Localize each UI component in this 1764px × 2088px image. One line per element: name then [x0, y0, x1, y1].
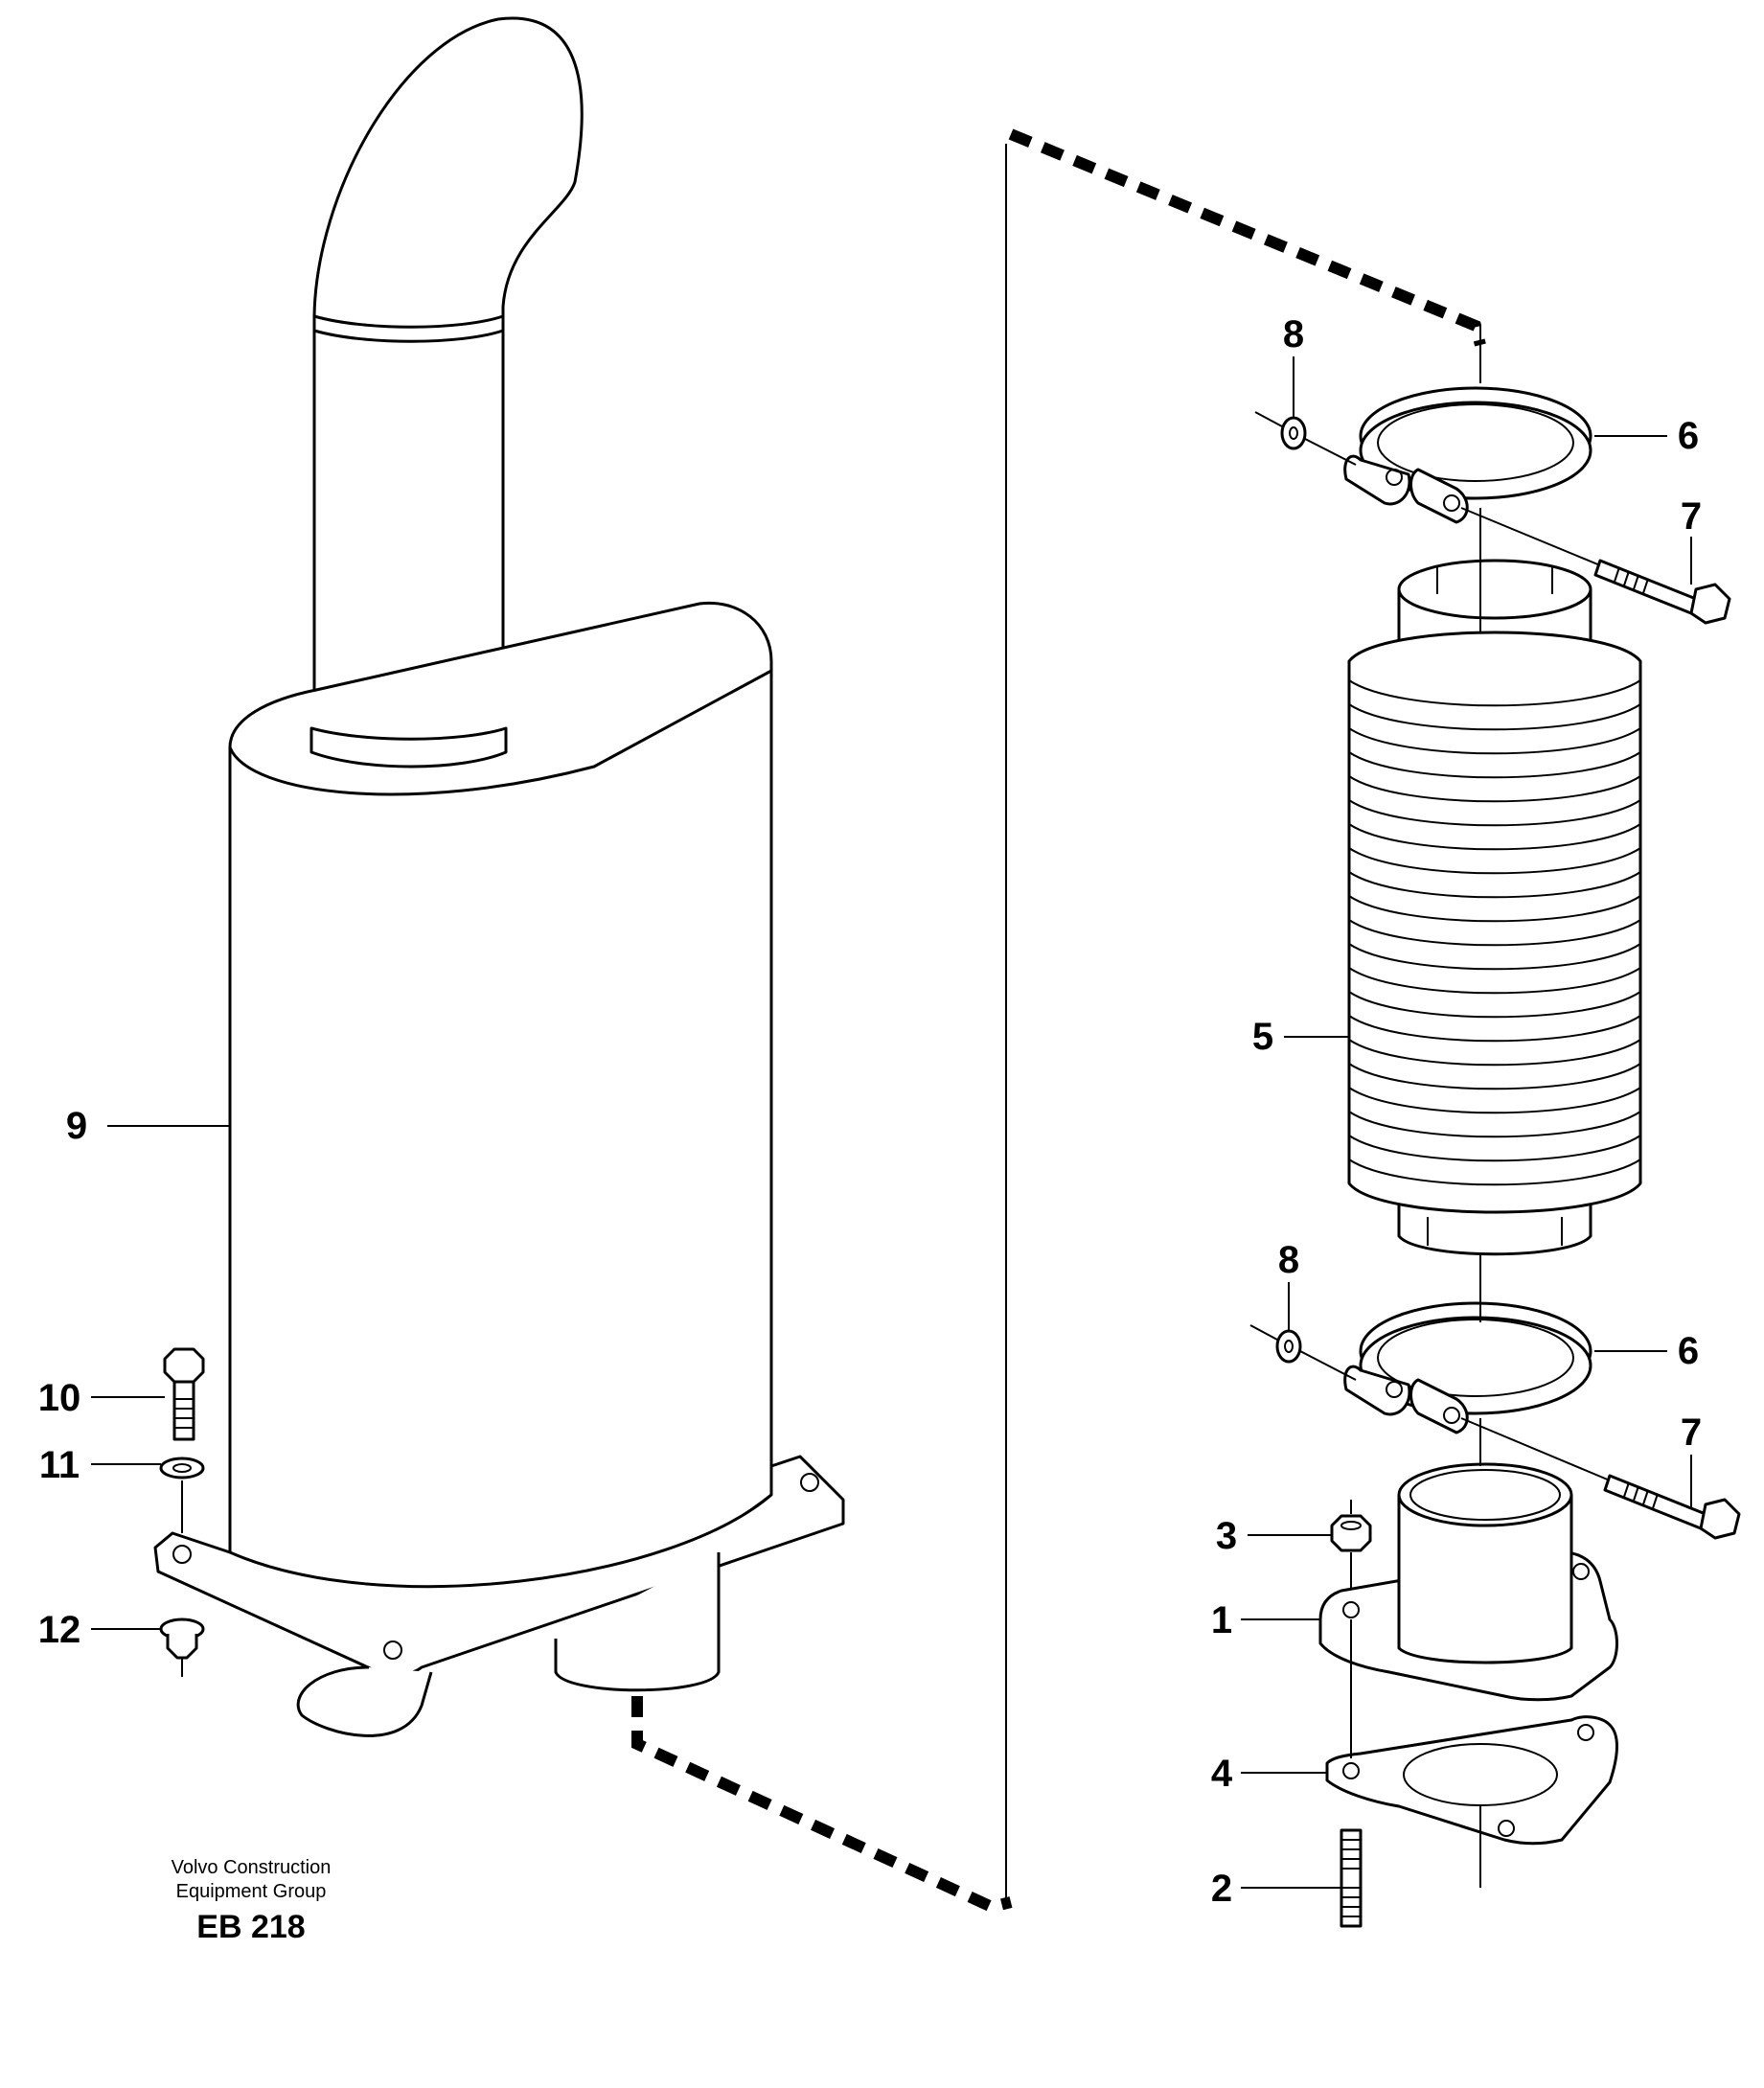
silencer-outlet — [554, 1552, 721, 1692]
callout-8-lower: 8 — [1278, 1239, 1299, 1281]
stud-2 — [1340, 1619, 1363, 1928]
drain-elbow — [296, 1665, 433, 1737]
callout-6-upper: 6 — [1678, 415, 1699, 457]
nut-12 — [159, 1618, 205, 1677]
washer-11 — [159, 1457, 205, 1533]
bolt-10 — [163, 1347, 205, 1441]
callout-6-lower: 6 — [1678, 1330, 1699, 1372]
dashed-connection-line — [631, 128, 1486, 1914]
clamp-6-lower — [1343, 1301, 1592, 1434]
callout-11: 11 — [39, 1444, 80, 1486]
bellows-5 — [1347, 559, 1642, 1256]
callout-1: 1 — [1211, 1599, 1232, 1641]
callout-5: 5 — [1252, 1016, 1273, 1058]
washer-8-upper — [1254, 411, 1357, 466]
publisher-line-1: Volvo Construction — [172, 1857, 332, 1878]
clamp-6-upper — [1343, 386, 1592, 524]
leader-lines — [91, 356, 1692, 1889]
publisher-line-2: Equipment Group — [176, 1881, 327, 1902]
bolt-7-lower — [1460, 1417, 1741, 1540]
callout-10: 10 — [38, 1377, 81, 1419]
callout-7-lower: 7 — [1681, 1411, 1702, 1454]
callout-4: 4 — [1211, 1753, 1233, 1795]
callout-7-upper: 7 — [1681, 495, 1702, 538]
callout-12: 12 — [38, 1609, 81, 1651]
bolt-7-upper — [1460, 507, 1731, 625]
callout-9: 9 — [66, 1105, 87, 1147]
callout-2: 2 — [1211, 1868, 1232, 1910]
nut-3 — [1330, 1500, 1372, 1591]
drawing-code: EB 218 — [196, 1909, 305, 1945]
gasket-4 — [1325, 1715, 1618, 1888]
washer-8-lower — [1249, 1324, 1357, 1381]
callout-3: 3 — [1216, 1515, 1237, 1557]
silencer-9 — [153, 16, 845, 1737]
callout-8-upper: 8 — [1283, 313, 1304, 356]
exhaust-tailpipe — [312, 16, 584, 730]
flange-pipe-1 — [1318, 1462, 1618, 1702]
